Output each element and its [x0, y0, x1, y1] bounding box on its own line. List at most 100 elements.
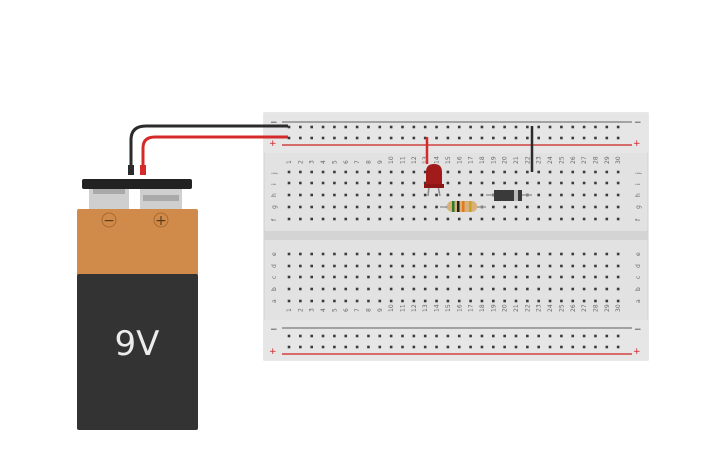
hole-a-25[interactable]	[560, 299, 563, 303]
hole-b-30[interactable]	[616, 287, 620, 291]
rail-hole-bottom-b-18[interactable]	[480, 345, 484, 349]
hole-c-3[interactable]	[310, 275, 313, 279]
hole-f-21[interactable]	[514, 217, 518, 221]
hole-g-23[interactable]	[537, 205, 540, 209]
led[interactable]	[424, 164, 444, 197]
rail-hole-bottom-b-20[interactable]	[503, 345, 506, 349]
hole-c-16[interactable]	[457, 275, 461, 279]
hole-d-19[interactable]	[492, 264, 495, 268]
hole-b-22[interactable]	[526, 287, 529, 291]
hole-j-2[interactable]	[299, 170, 302, 174]
hole-j-10[interactable]	[389, 170, 393, 174]
hole-d-6[interactable]	[344, 264, 348, 268]
rail-hole-bottom-b-9[interactable]	[378, 345, 382, 349]
hole-b-13[interactable]	[423, 287, 427, 291]
hole-b-17[interactable]	[469, 287, 472, 291]
rail-hole-top-b-28[interactable]	[594, 136, 597, 140]
hole-e-3[interactable]	[310, 252, 313, 256]
rail-hole-bottom-a-4[interactable]	[321, 334, 325, 338]
hole-f-9[interactable]	[378, 217, 382, 221]
rail-hole-top-a-6[interactable]	[344, 125, 348, 129]
hole-j-13[interactable]	[423, 170, 427, 174]
rail-hole-top-a-4[interactable]	[321, 125, 325, 129]
hole-c-12[interactable]	[412, 275, 416, 279]
rail-hole-top-a-26[interactable]	[571, 125, 575, 129]
hole-a-15[interactable]	[446, 299, 450, 303]
hole-a-16[interactable]	[457, 299, 461, 303]
hole-g-6[interactable]	[344, 205, 348, 209]
rail-hole-top-b-21[interactable]	[514, 136, 518, 140]
hole-h-23[interactable]	[537, 193, 540, 197]
hole-j-6[interactable]	[344, 170, 348, 174]
hole-i-6[interactable]	[344, 181, 348, 185]
rail-hole-bottom-a-26[interactable]	[571, 334, 575, 338]
rail-hole-bottom-a-21[interactable]	[514, 334, 518, 338]
hole-f-5[interactable]	[333, 217, 336, 221]
rail-hole-top-a-3[interactable]	[310, 125, 313, 129]
hole-g-10[interactable]	[389, 205, 393, 209]
hole-h-25[interactable]	[560, 193, 563, 197]
hole-g-30[interactable]	[616, 205, 620, 209]
hole-i-17[interactable]	[469, 181, 472, 185]
hole-f-12[interactable]	[412, 217, 416, 221]
hole-h-2[interactable]	[299, 193, 302, 197]
hole-b-7[interactable]	[355, 287, 359, 291]
rail-hole-top-b-22[interactable]	[526, 136, 529, 140]
hole-c-4[interactable]	[321, 275, 325, 279]
rail-hole-bottom-a-22[interactable]	[526, 334, 529, 338]
hole-j-23[interactable]	[537, 170, 540, 174]
hole-e-10[interactable]	[389, 252, 393, 256]
hole-i-2[interactable]	[299, 181, 302, 185]
rail-hole-top-b-11[interactable]	[401, 136, 404, 140]
hole-j-1[interactable]	[287, 170, 291, 174]
rail-hole-bottom-b-23[interactable]	[537, 345, 540, 349]
rail-hole-bottom-a-1[interactable]	[287, 334, 291, 338]
hole-b-21[interactable]	[514, 287, 518, 291]
hole-a-17[interactable]	[469, 299, 472, 303]
hole-f-3[interactable]	[310, 217, 313, 221]
hole-f-19[interactable]	[492, 217, 495, 221]
rail-hole-top-a-7[interactable]	[355, 125, 359, 129]
hole-e-7[interactable]	[355, 252, 359, 256]
hole-i-12[interactable]	[412, 181, 416, 185]
hole-d-25[interactable]	[560, 264, 563, 268]
rail-hole-top-a-5[interactable]	[333, 125, 336, 129]
rail-hole-bottom-a-27[interactable]	[582, 334, 586, 338]
hole-b-12[interactable]	[412, 287, 416, 291]
hole-a-12[interactable]	[412, 299, 416, 303]
hole-a-27[interactable]	[582, 299, 586, 303]
rail-hole-top-b-30[interactable]	[616, 136, 620, 140]
rail-hole-top-b-8[interactable]	[367, 136, 370, 140]
hole-b-4[interactable]	[321, 287, 325, 291]
hole-f-13[interactable]	[423, 217, 427, 221]
rail-hole-top-b-14[interactable]	[435, 136, 438, 140]
rail-hole-top-a-14[interactable]	[435, 125, 438, 129]
rail-hole-top-a-8[interactable]	[367, 125, 370, 129]
rail-hole-bottom-a-12[interactable]	[412, 334, 416, 338]
hole-c-25[interactable]	[560, 275, 563, 279]
hole-f-16[interactable]	[457, 217, 461, 221]
rail-hole-top-b-3[interactable]	[310, 136, 313, 140]
hole-d-17[interactable]	[469, 264, 472, 268]
hole-h-26[interactable]	[571, 193, 575, 197]
hole-j-16[interactable]	[457, 170, 461, 174]
hole-b-19[interactable]	[492, 287, 495, 291]
hole-d-5[interactable]	[333, 264, 336, 268]
hole-e-30[interactable]	[616, 252, 620, 256]
hole-g-9[interactable]	[378, 205, 382, 209]
rail-hole-bottom-b-30[interactable]	[616, 345, 620, 349]
rail-hole-top-a-28[interactable]	[594, 125, 597, 129]
rail-hole-bottom-b-11[interactable]	[401, 345, 404, 349]
hole-j-26[interactable]	[571, 170, 575, 174]
hole-h-24[interactable]	[548, 193, 552, 197]
rail-hole-top-a-11[interactable]	[401, 125, 404, 129]
hole-g-4[interactable]	[321, 205, 325, 209]
hole-f-20[interactable]	[503, 217, 506, 221]
hole-f-28[interactable]	[594, 217, 597, 221]
hole-h-8[interactable]	[367, 193, 370, 197]
hole-j-8[interactable]	[367, 170, 370, 174]
hole-h-3[interactable]	[310, 193, 313, 197]
hole-j-11[interactable]	[401, 170, 404, 174]
hole-d-26[interactable]	[571, 264, 575, 268]
hole-j-5[interactable]	[333, 170, 336, 174]
